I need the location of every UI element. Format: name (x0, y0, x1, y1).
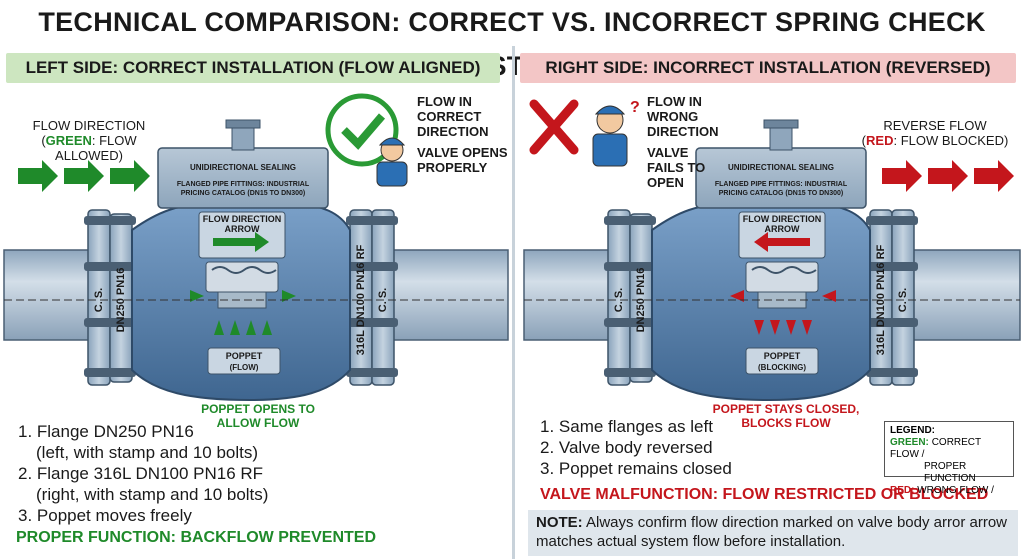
right-valve-assembly: ? (523, 99, 1021, 402)
left-bonnet-label-3: PRICING CATALOG (DN15 TO DN300) (181, 190, 305, 197)
right-spec-list: 1. Same flanges as left 2. Valve body re… (540, 416, 732, 479)
left-spec-item-2: 2. Flange 316L DN100 PN16 RF (18, 464, 264, 483)
right-poppet-note-2: BLOCKS FLOW (741, 416, 831, 430)
left-callout-4: VALVE OPENS (417, 145, 508, 160)
right-bonnet-label-3: PRICING CATALOG (DN15 TO DN300) (719, 190, 843, 197)
left-spec-item-2-detail: (right, with stamp and 10 bolts) (36, 485, 269, 504)
legend-red-val: WRONG FLOW / (917, 485, 994, 496)
x-cross-icon (529, 99, 579, 155)
right-status: VALVE MALFUNCTION: FLOW RESTRICTED OR BL… (540, 486, 989, 503)
r-right-flange-stamp-cs: C. S. (897, 288, 909, 312)
left-bonnet-label-1: UNIDIRECTIONAL SEALING (190, 163, 296, 172)
legend-title: LEGEND: (890, 425, 935, 436)
left-flange-stamp-cs: C. S. (93, 288, 105, 312)
right-flow-label-2: (RED: FLOW BLOCKED) (861, 133, 1009, 148)
left-poppet-note-2: ALLOW FLOW (216, 416, 300, 430)
right-spec-item-2: 2. Valve body reversed (540, 438, 713, 457)
right-callout-4: VALVE (647, 145, 689, 160)
right-flow-label-1: REVERSE FLOW (883, 118, 987, 133)
legend-green-val-1: CORRECT FLOW / (890, 437, 981, 460)
right-poppet-note-1: POPPET STAYS CLOSED, (712, 402, 860, 416)
left-flow-label-1: FLOW DIRECTION (32, 118, 146, 133)
left-spec-item-3: 3. Poppet moves freely (18, 506, 192, 525)
left-callout-2: CORRECT (417, 109, 482, 124)
left-poppet-note-1: POPPET OPENS TO (201, 402, 315, 416)
legend-red-key: RED: (890, 485, 915, 496)
left-valve-assembly (3, 93, 509, 402)
worker-confused-icon: ? (592, 99, 640, 167)
left-callout-3: DIRECTION (417, 124, 489, 139)
checkmark-icon (325, 93, 399, 167)
right-callout-1: FLOW IN (647, 94, 702, 109)
right-banner: RIGHT SIDE: INCORRECT INSTALLATION (REVE… (520, 53, 1016, 83)
left-callout-5: PROPERLY (417, 160, 488, 175)
r-left-flange-stamp-dn: DN250 PN16 (635, 268, 647, 333)
note-text: Always confirm flow direction marked on … (536, 514, 1008, 550)
left-banner: LEFT SIDE: CORRECT INSTALLATION (FLOW AL… (6, 53, 500, 83)
installation-note: NOTE: Always confirm flow direction mark… (528, 510, 1018, 556)
right-arrow-box-label-2: ARROW (765, 224, 800, 234)
left-spec-list: 1. Flange DN250 PN16 (left, with stamp a… (18, 421, 268, 526)
right-callout-6: OPEN (647, 175, 684, 190)
left-spec-item-1: 1. Flange DN250 PN16 (18, 422, 194, 441)
right-flow-arrows (882, 160, 1014, 192)
r-right-flange-stamp-dn: 316L DN100 PN16 RF (875, 244, 887, 355)
right-flange-stamp-cs: C. S. (377, 288, 389, 312)
legend-green-val-2: PROPER FUNCTION (924, 461, 976, 484)
left-arrow-box-label-1: FLOW DIRECTION (203, 214, 282, 224)
left-poppet-label-1: POPPET (226, 351, 263, 361)
red-flow-arrow-icon (754, 232, 768, 252)
worker-happy-icon (376, 137, 408, 187)
right-bonnet-label-2: FLANGED PIPE FITTINGS: INDUSTRIAL (715, 181, 848, 188)
section-divider (512, 46, 515, 559)
green-flow-arrow-icon (255, 232, 269, 252)
legend-box: LEGEND: GREEN: CORRECT FLOW / PROPER FUN… (884, 421, 1014, 496)
right-callout-3: DIRECTION (647, 124, 719, 139)
left-flow-arrows (18, 160, 150, 192)
right-arrow-box-label-1: FLOW DIRECTION (743, 214, 822, 224)
left-arrow-box-label-2: ARROW (225, 224, 260, 234)
svg-text:?: ? (630, 99, 640, 116)
right-spec-item-3: 3. Poppet remains closed (540, 459, 732, 478)
left-flow-label-2: (GREEN: FLOW ALLOWED) (41, 133, 137, 163)
right-flange-stamp-dn: 316L DN100 PN16 RF (355, 244, 367, 355)
left-poppet-label-2: (FLOW) (230, 363, 259, 372)
right-callout-2: WRONG (647, 109, 699, 124)
r-left-flange-stamp-cs: C. S. (613, 288, 625, 312)
left-callout-1: FLOW IN (417, 94, 472, 109)
note-key: NOTE: (536, 514, 583, 531)
right-poppet-label-2: (BLOCKING) (758, 363, 806, 372)
left-bonnet-label-2: FLANGED PIPE FITTINGS: INDUSTRIAL (177, 181, 310, 188)
left-flange-stamp-dn: DN250 PN16 (115, 268, 127, 333)
right-poppet-label-1: POPPET (764, 351, 801, 361)
right-callout-5: FAILS TO (647, 160, 706, 175)
legend-green-key: GREEN: (890, 437, 929, 448)
right-bonnet-label-1: UNIDIRECTIONAL SEALING (728, 163, 834, 172)
right-spec-item-1: 1. Same flanges as left (540, 417, 713, 436)
left-status: PROPER FUNCTION: BACKFLOW PREVENTED (16, 529, 376, 546)
left-spec-item-1-detail: (left, with stamp and 10 bolts) (36, 443, 259, 462)
